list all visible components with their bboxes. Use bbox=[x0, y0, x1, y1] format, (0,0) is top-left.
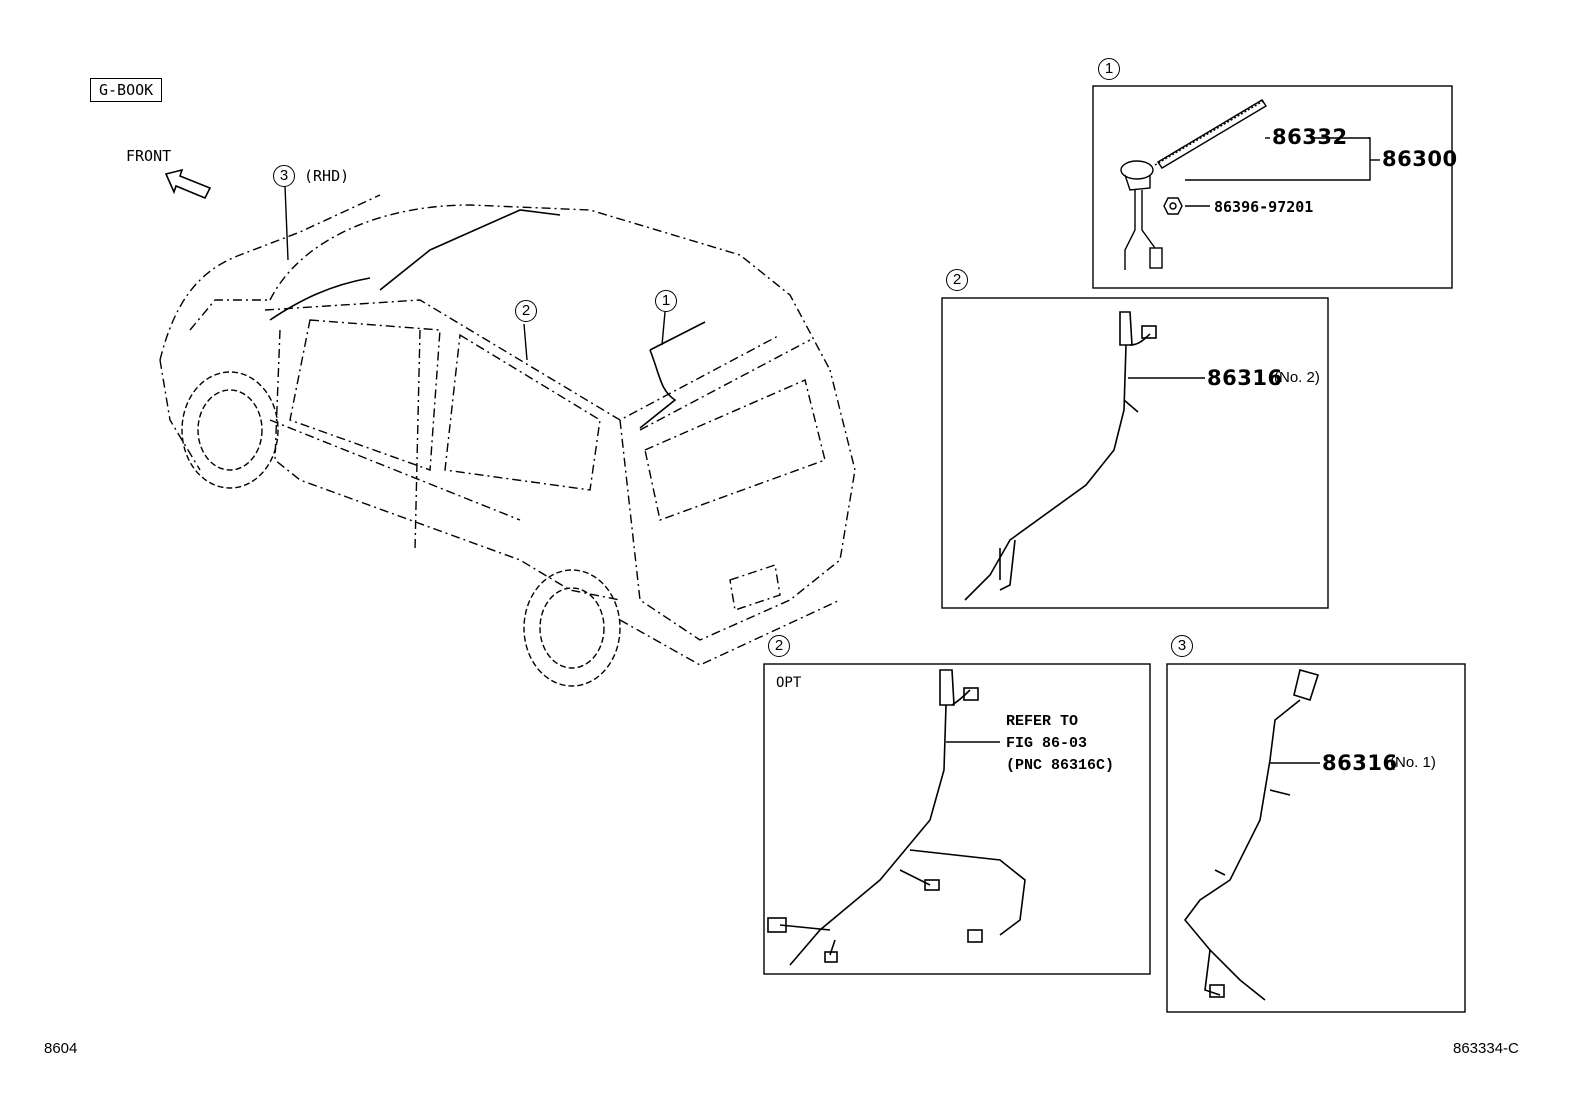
gbook-tag: G-BOOK bbox=[90, 78, 163, 102]
callout-1-vehicle: 1 bbox=[655, 290, 677, 312]
part-86300-label: 86300 bbox=[1382, 147, 1458, 171]
refer-to-line3: (PNC 86316C) bbox=[1006, 757, 1115, 774]
panel-2-frame bbox=[941, 297, 1329, 609]
vehicle-wheels bbox=[181, 371, 621, 687]
figure-number-left: 8604 bbox=[44, 1040, 78, 1057]
panel-4-harness bbox=[1183, 669, 1320, 1001]
part-86316-no1-qualifier: (No. 1) bbox=[1390, 754, 1436, 771]
panel-1-frame bbox=[1092, 85, 1453, 289]
panel-2-harness bbox=[964, 311, 1157, 601]
leader-1 bbox=[661, 311, 666, 346]
part-86316-no2-qualifier: (No. 2) bbox=[1274, 369, 1320, 386]
part-86396-97201-label: 86396-97201 bbox=[1214, 198, 1314, 216]
callout-3-vehicle: 3 bbox=[273, 165, 295, 187]
panel-4-number: 3 bbox=[1171, 635, 1193, 657]
opt-label: OPT bbox=[776, 675, 802, 691]
leader-2 bbox=[523, 323, 528, 361]
roof-antenna-cable bbox=[269, 209, 706, 429]
illustration-id-right: 863334-C bbox=[1453, 1040, 1519, 1057]
panel-2-number: 2 bbox=[946, 269, 968, 291]
refer-to-line1: REFER TO bbox=[1006, 713, 1079, 730]
vehicle-illustration bbox=[159, 194, 856, 666]
leader-3 bbox=[284, 185, 289, 261]
part-86316-no1-label: 86316 bbox=[1322, 751, 1398, 775]
rhd-label: (RHD) bbox=[304, 167, 350, 185]
panel-4-frame bbox=[1166, 663, 1466, 1013]
callout-2-vehicle: 2 bbox=[515, 300, 537, 322]
panel-1-antenna bbox=[1120, 99, 1267, 270]
part-86332-label: 86332 bbox=[1272, 125, 1348, 149]
panel-3-frame bbox=[763, 663, 1151, 975]
part-86316-no2-label: 86316 bbox=[1207, 366, 1283, 390]
refer-to-line2: FIG 86-03 bbox=[1006, 735, 1088, 752]
panel-3-harness bbox=[767, 669, 1026, 966]
front-label: FRONT bbox=[126, 147, 172, 165]
panel-1-number: 1 bbox=[1098, 58, 1120, 80]
front-arrow bbox=[164, 168, 212, 200]
panel-3-number: 2 bbox=[768, 635, 790, 657]
